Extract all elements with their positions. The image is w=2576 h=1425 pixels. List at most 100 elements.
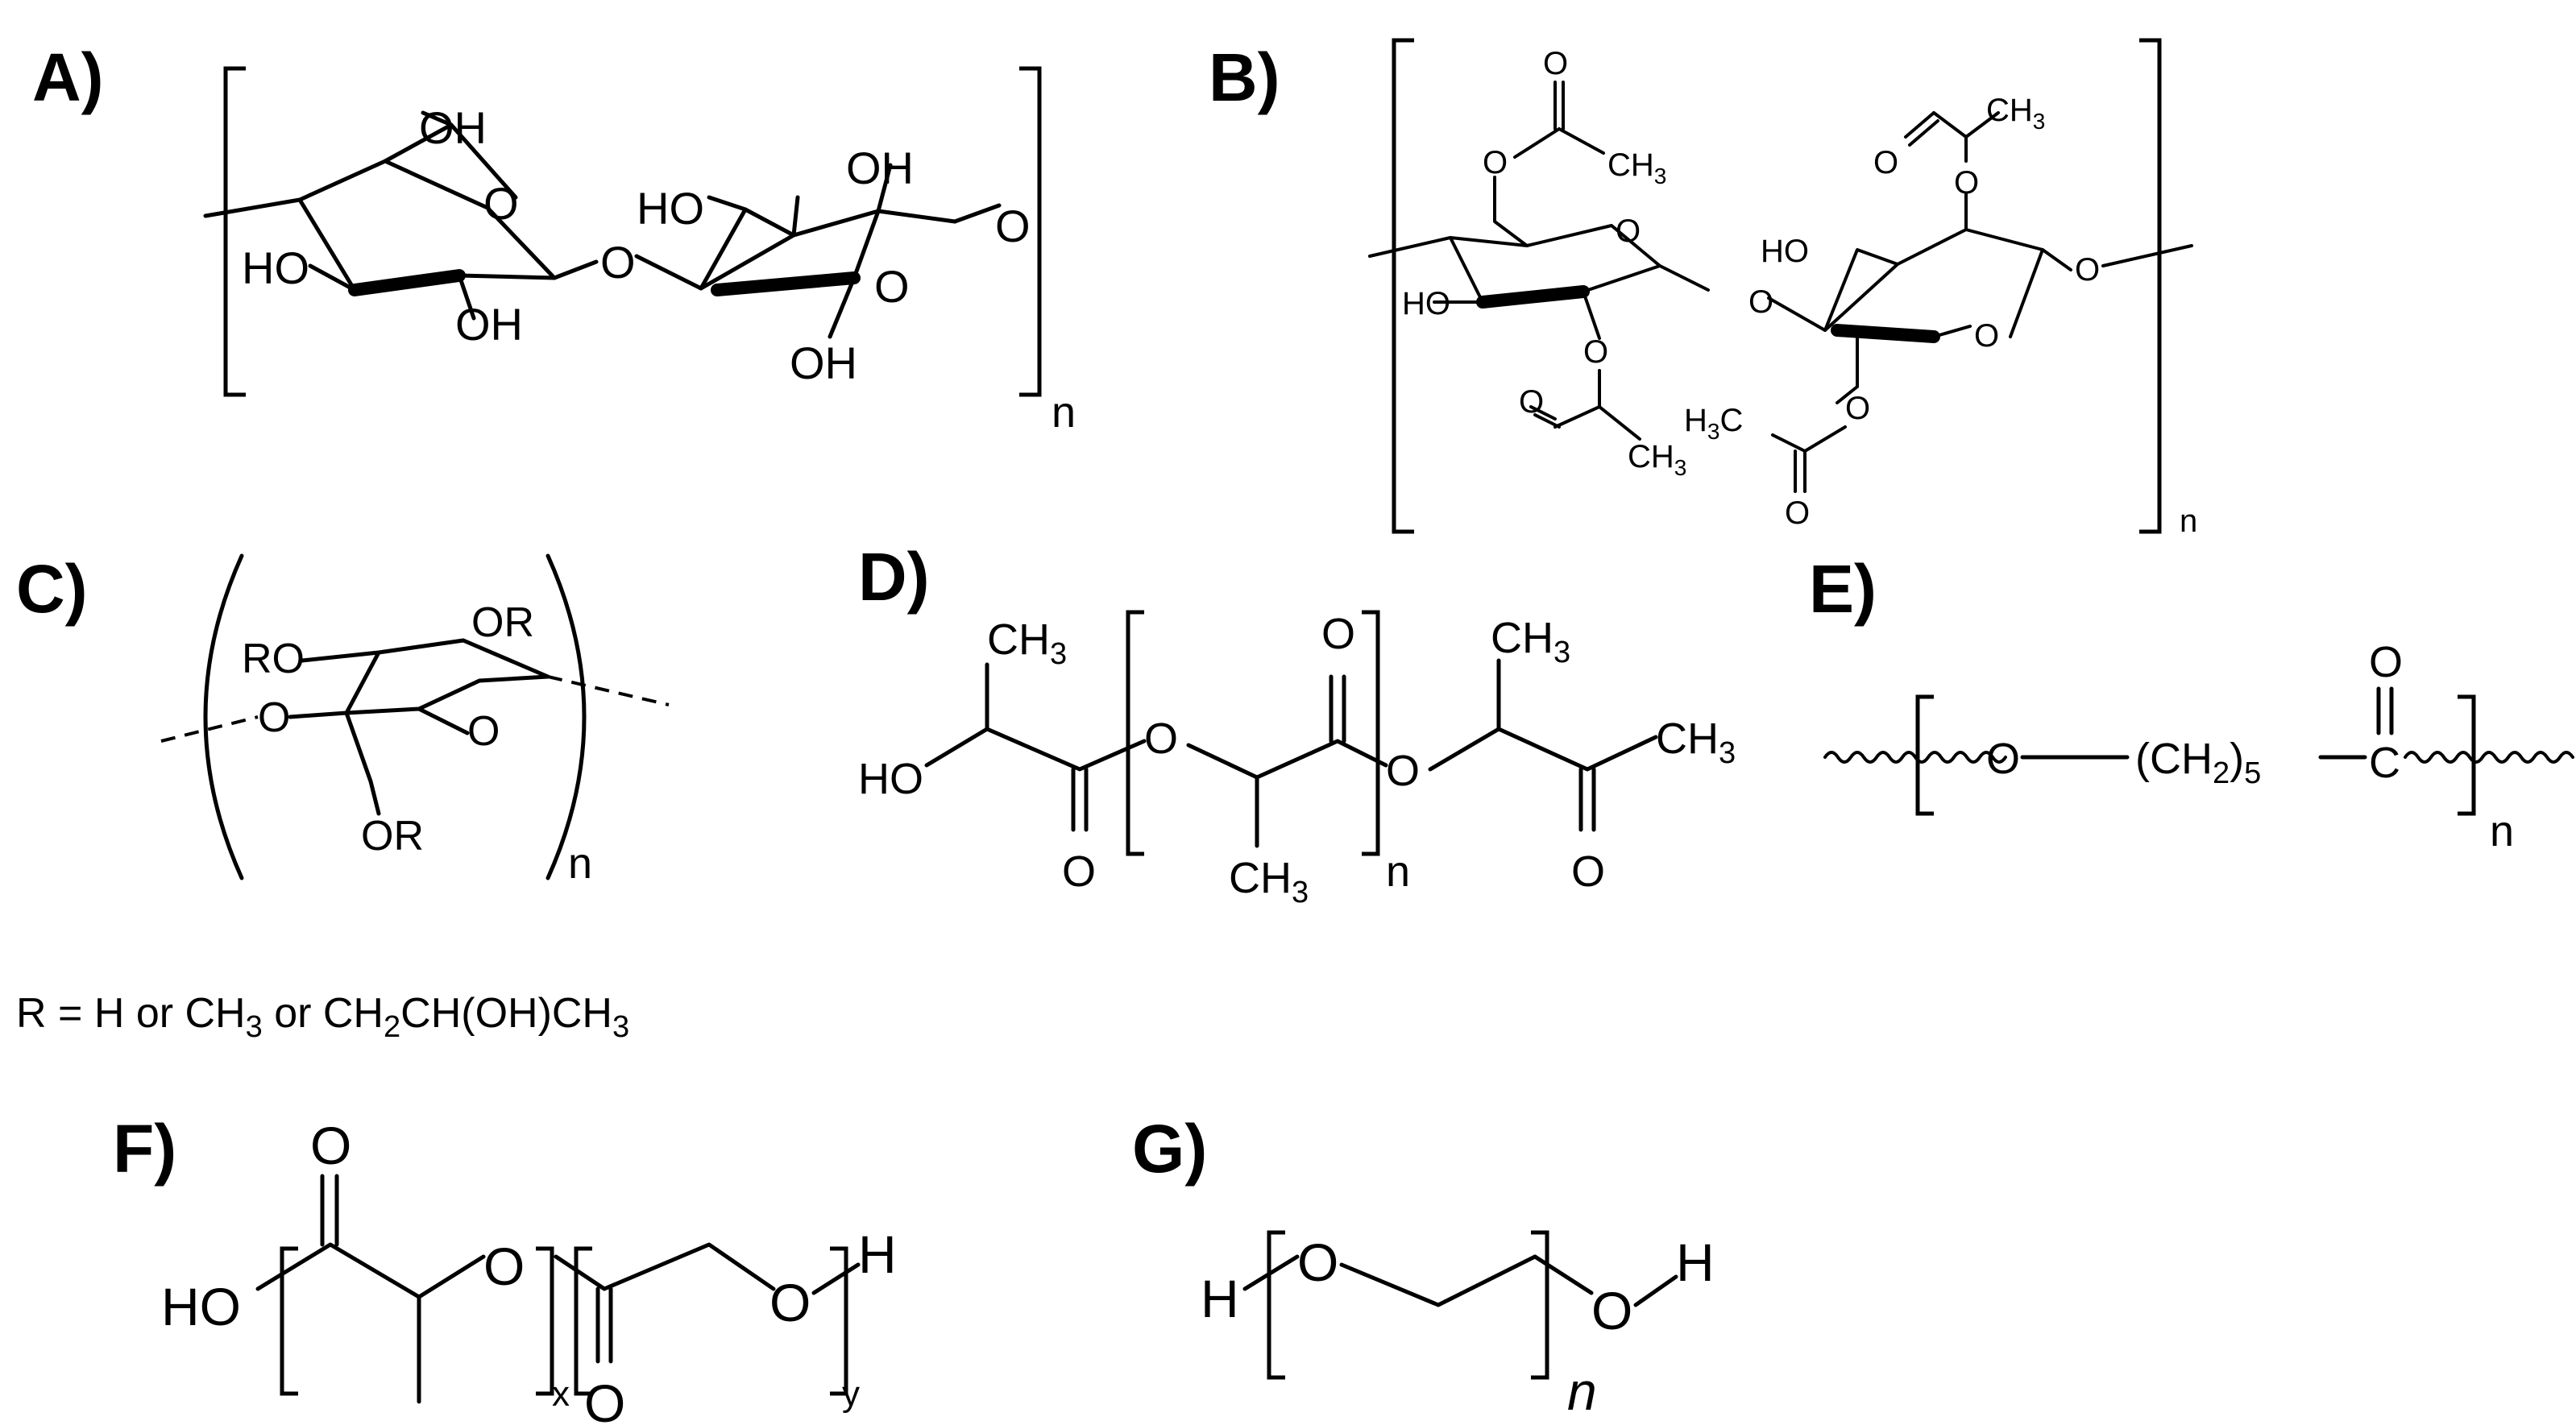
panel-g-peg: G) H O n O H bbox=[1132, 1111, 1715, 1421]
panel-b-end-bond bbox=[2101, 244, 2193, 267]
panel-f-unit2 bbox=[554, 1242, 776, 1291]
panel-d-link-o1: O bbox=[1144, 715, 1178, 763]
panel-c-cellulose-ether: C) n RO OR O O OR bbox=[16, 551, 670, 888]
panel-a-ring1-c4-c3 bbox=[297, 197, 357, 292]
panel-g-h-left: H bbox=[1201, 1269, 1239, 1328]
panel-d-carb-o3: O bbox=[1571, 847, 1605, 896]
panel-b-carb-o3: O bbox=[1519, 384, 1544, 420]
panel-c-dash-right bbox=[547, 675, 670, 706]
panel-g-subscript-n: n bbox=[1567, 1361, 1597, 1421]
panel-f-bracket2-right bbox=[830, 1246, 848, 1396]
panel-b-ring1-bonds bbox=[1368, 236, 1710, 304]
panel-g-h-right: H bbox=[1676, 1232, 1715, 1292]
panel-a-oh-bottom2: OH bbox=[790, 338, 857, 388]
panel-b-ch3-3: CH3 bbox=[1628, 439, 1686, 480]
panel-b-ch3-2: CH3 bbox=[1986, 93, 2045, 134]
panel-e-bracket-left bbox=[1915, 694, 1934, 816]
panel-b-end-o: O bbox=[2075, 252, 2100, 288]
panel-b-o-top: O bbox=[1543, 46, 1568, 81]
panel-d-link-o2: O bbox=[1386, 747, 1420, 795]
panel-c-or-top: OR bbox=[471, 599, 534, 646]
panel-c-or-bottom: OR bbox=[361, 813, 424, 860]
panel-e-carb-double bbox=[2376, 686, 2394, 735]
panel-d-carb1-double bbox=[1071, 767, 1089, 832]
panel-b-acetyl3-bonds bbox=[1529, 369, 1641, 441]
panel-e-label: E) bbox=[1809, 551, 1877, 627]
panel-c-o-left: O bbox=[258, 694, 290, 741]
panel-f-o-right: O bbox=[769, 1273, 811, 1332]
panel-g-bond-h bbox=[1633, 1274, 1678, 1307]
panel-a-end-o: O bbox=[995, 201, 1031, 251]
panel-f-label: F) bbox=[113, 1111, 176, 1187]
panel-d-label: D) bbox=[858, 539, 930, 615]
panel-e-bracket-right bbox=[2458, 694, 2476, 816]
panel-d-carb-o-top: O bbox=[1321, 610, 1355, 658]
panel-b-ring2-bonds bbox=[1767, 228, 2072, 332]
panel-e-o: O bbox=[1986, 735, 2020, 783]
panel-c-subscript-n: n bbox=[568, 839, 592, 888]
panel-a-ho-left: HO bbox=[242, 242, 309, 293]
panel-d-ho: HO bbox=[858, 755, 923, 803]
panel-a-glycosidic-o: O bbox=[600, 237, 636, 288]
panel-d-left-unit bbox=[924, 662, 1147, 772]
panel-b-acetyl1-bonds bbox=[1513, 81, 1605, 159]
panel-g-bracket-right bbox=[1531, 1230, 1549, 1380]
panel-d-bracket-left bbox=[1126, 610, 1144, 856]
panel-a-ring1-ch2oh bbox=[421, 110, 454, 127]
panel-b-ring2-wedge bbox=[1831, 324, 1940, 343]
panel-b-carb2-double bbox=[1904, 111, 1939, 147]
panel-f-oh-bond bbox=[811, 1262, 861, 1295]
panel-b-bracket-left bbox=[1392, 38, 1414, 534]
panel-b-ring1-wedge bbox=[1476, 285, 1590, 309]
panel-c-ring-o: O bbox=[467, 708, 500, 755]
panel-b-ch3-1: CH3 bbox=[1607, 147, 1666, 188]
panel-f-o-mid: O bbox=[483, 1237, 525, 1296]
panel-d-ch3-right-top: CH3 bbox=[1491, 614, 1570, 669]
panel-g-bond-o bbox=[1533, 1254, 1594, 1295]
panel-b-ester-o2: O bbox=[1954, 165, 1979, 201]
panel-a-ring2-wedge bbox=[711, 271, 861, 296]
panel-c-paren-right bbox=[545, 553, 587, 880]
panel-d-subscript-n: n bbox=[1386, 847, 1410, 896]
panel-d-pla: D) CH3 n HO O O O CH3 O O CH3 CH3 bbox=[858, 539, 1736, 909]
panel-f-o-top: O bbox=[310, 1116, 351, 1175]
panel-g-label: G) bbox=[1132, 1111, 1207, 1187]
panel-f-subscript-y: y bbox=[842, 1374, 860, 1414]
panel-e-wavy-right bbox=[2404, 751, 2574, 764]
panel-e-subscript-n: n bbox=[2490, 807, 2514, 855]
panel-f-plga: F) O HO O x O O y H bbox=[113, 1111, 897, 1425]
panel-c-dash-left bbox=[160, 715, 259, 743]
panel-b-ring-o2: O bbox=[1974, 318, 1999, 354]
panel-d-ch3-bottom: CH3 bbox=[1229, 854, 1309, 909]
panel-d-bracket-right bbox=[1362, 610, 1380, 856]
panel-d-carb-o1: O bbox=[1062, 847, 1096, 896]
panel-b-ester-o1: O bbox=[1483, 145, 1508, 180]
panel-b-ester-o3: O bbox=[1583, 334, 1608, 370]
panel-a-bracket-right bbox=[1019, 66, 1042, 397]
panel-b-carb-o2: O bbox=[1873, 145, 1898, 180]
panel-a-ring1-c2-c1 bbox=[457, 273, 557, 280]
panel-e-pcl: E) O (CH2)5 C O n bbox=[1809, 551, 2574, 855]
panel-a-oh-bottom: OH bbox=[455, 299, 523, 350]
panel-f-h: H bbox=[858, 1224, 897, 1284]
panel-d-ch3-left: CH3 bbox=[987, 615, 1067, 671]
panel-f-bracket2-left bbox=[574, 1246, 592, 1396]
panel-b-ring-o1: O bbox=[1616, 213, 1641, 249]
panel-b-ho-left: HO bbox=[1402, 286, 1450, 321]
panel-f-bracket1-left bbox=[280, 1246, 298, 1396]
panel-b-bracket-right bbox=[2139, 38, 2162, 534]
panel-a-oh-top2: OH bbox=[846, 143, 914, 193]
panel-c-label: C) bbox=[16, 551, 88, 627]
panel-g-o-right: O bbox=[1591, 1281, 1632, 1340]
panel-a-ring2-upper bbox=[699, 207, 796, 291]
panel-g-bracket-left bbox=[1267, 1230, 1285, 1380]
panel-d-ch3-right: CH3 bbox=[1656, 715, 1736, 770]
panel-b-glyc-o: O bbox=[1748, 284, 1773, 320]
panel-f-carb2-double bbox=[595, 1286, 613, 1364]
panel-b-ring2-close bbox=[1932, 248, 2044, 338]
panel-b-carb-o4: O bbox=[1785, 495, 1810, 531]
panel-a-oh-top: OH bbox=[419, 102, 487, 153]
panel-e-wavy-left bbox=[1823, 751, 2007, 764]
panel-f-bracket1-right bbox=[536, 1246, 554, 1396]
